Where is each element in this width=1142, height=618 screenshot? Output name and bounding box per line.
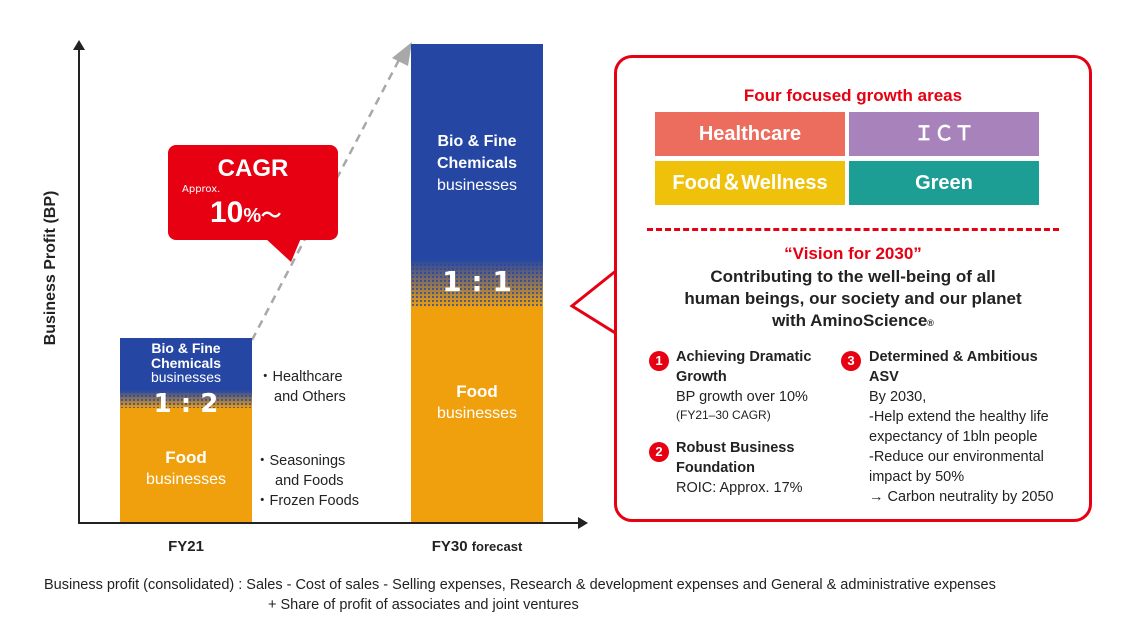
tile-green: Green <box>849 161 1039 205</box>
note-healthcare: ・Healthcare and Others <box>258 369 346 405</box>
bar-fy30-ratio: 1 : 1 <box>442 265 512 298</box>
bar-fy30-bio-label-1: Bio & Fine <box>437 133 517 150</box>
bar-fy21-ratio: 1 : 2 <box>153 389 219 419</box>
vision-title: “Vision for 2030” <box>784 244 922 263</box>
bar-fy30-bio-label-3: businesses <box>436 177 518 194</box>
bar-fy21-transition <box>120 390 252 408</box>
point-2-body: ROIC: Approx. 17% <box>676 480 803 496</box>
cagr-title: CAGR <box>217 155 289 182</box>
growth-areas-title: Four focused growth areas <box>743 86 963 105</box>
panel-divider <box>647 228 1059 231</box>
cagr-approx: Approx. <box>182 184 221 195</box>
y-axis <box>78 48 80 524</box>
vision-panel: Four focused growth areas Healthcare ＩＣＴ… <box>614 55 1092 522</box>
bar-fy30-food-segment <box>411 307 543 522</box>
x-axis <box>78 522 580 524</box>
y-axis-arrow-icon <box>73 40 85 50</box>
bar-fy21: Bio & Fine Chemicals businesses 1 : 2 Fo… <box>120 338 252 522</box>
bar-fy21-bio-label-3: businesses <box>150 369 222 385</box>
bar-fy21-food-label-2: businesses <box>145 471 227 488</box>
point-3-body: By 2030, -Help extend the healthy life e… <box>869 389 1054 505</box>
point-1-title: Achieving Dramatic Growth <box>676 349 812 385</box>
bar-fy21-bio-segment <box>120 338 252 390</box>
panel-pointer <box>569 268 620 337</box>
x-axis-arrow-icon <box>578 517 588 529</box>
point-2-title: Robust Business Foundation <box>676 440 795 476</box>
cagr-callout-tail <box>265 238 301 262</box>
bar-fy21-food-label-1: Food <box>165 448 207 467</box>
y-axis-label: Business Profit (BP) <box>42 190 59 346</box>
tile-ict: ＩＣＴ <box>849 112 1039 156</box>
x-tick-fy21: FY21 <box>168 538 204 555</box>
point-2-badge: 2 <box>649 442 669 462</box>
bar-fy30-bio-segment <box>411 44 543 259</box>
bar-fy30-food-label-1: Food <box>456 382 498 401</box>
point-3-title: Determined & Ambitious ASV <box>869 349 1038 385</box>
cagr-callout: CAGR Approx. 10%～ <box>168 145 338 240</box>
vision-statement: Contributing to the well-being of all hu… <box>684 267 1022 330</box>
bar-fy21-bio-label-1: Bio & Fine <box>151 340 221 356</box>
cagr-value: 10%～ <box>210 196 282 229</box>
x-tick-fy30: FY30 forecast <box>431 538 523 555</box>
footnote-line-2: + Share of profit of associates and join… <box>268 597 579 613</box>
tile-food-wellness: Food＆Wellness <box>655 161 845 205</box>
point-1-body: BP growth over 10% (FY21–30 CAGR) <box>676 389 808 422</box>
bar-fy30-transition <box>411 259 543 307</box>
point-3-badge: 3 <box>841 351 861 371</box>
bar-fy21-bio-label-2: Chemicals <box>150 355 222 371</box>
bar-fy30-bio-label-2: Chemicals <box>436 155 518 172</box>
note-seasonings: ・Seasonings and Foods ・Frozen Foods <box>255 453 359 509</box>
point-1-badge: 1 <box>649 351 669 371</box>
tile-healthcare: Healthcare <box>655 112 845 156</box>
bar-fy30-food-label-2: businesses <box>436 405 518 422</box>
bar-fy21-food-segment <box>120 408 252 522</box>
footnote: Business profit (consolidated) : Sales -… <box>44 575 1134 615</box>
footnote-line-1: Business profit (consolidated) : Sales -… <box>44 577 996 593</box>
bar-fy30: Bio & Fine Chemicals businesses 1 : 1 Fo… <box>411 44 543 522</box>
